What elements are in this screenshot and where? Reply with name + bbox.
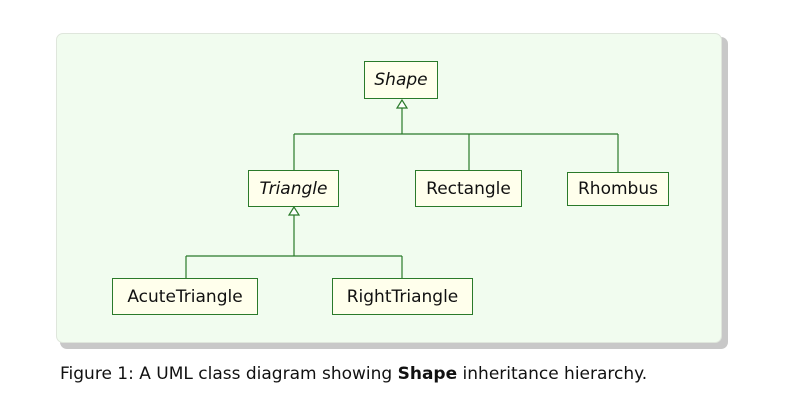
caption-prefix: Figure 1: A UML class diagram showing [60, 364, 398, 384]
caption-suffix: inheritance hierarchy. [457, 364, 648, 384]
caption-emphasis: Shape [397, 364, 458, 384]
class-rhombus: Rhombus [567, 172, 669, 206]
generalization-arrowhead-triangle [287, 205, 301, 216]
class-rectangle: Rectangle [415, 170, 522, 207]
class-shape: Shape [364, 61, 438, 99]
class-acute-triangle: AcuteTriangle [112, 278, 258, 315]
class-triangle: Triangle [248, 170, 339, 207]
figure-caption: Figure 1: A UML class diagram showing Sh… [60, 364, 647, 384]
generalization-arrowhead-shape [395, 98, 409, 109]
class-right-triangle: RightTriangle [332, 278, 473, 315]
